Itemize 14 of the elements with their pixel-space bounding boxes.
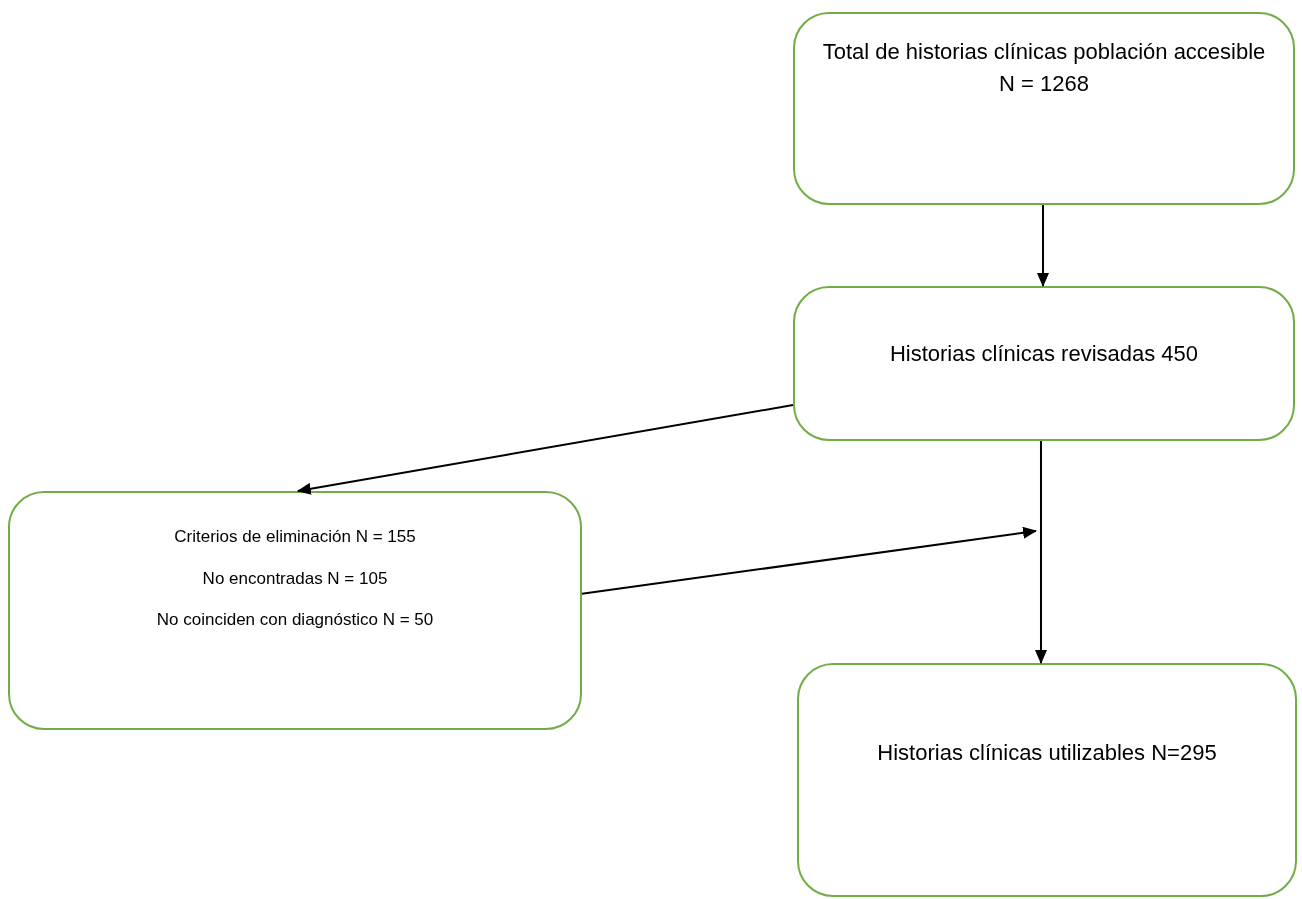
result-box — [797, 663, 1297, 897]
node-box — [793, 12, 1295, 205]
arrow — [296, 404, 794, 495]
process-box — [793, 286, 1295, 441]
node-text: Criterios de eliminación N = 155 — [174, 526, 416, 548]
node-text: No encontradas N = 105 — [202, 567, 388, 590]
node-text: Historias clínicas utilizables N=295 — [877, 739, 1217, 767]
node-text: Total de historias clínicas población accesible N = 1268 — [821, 38, 1267, 98]
node-text: Historias clínicas revisadas 450 — [889, 340, 1199, 368]
arrow — [1035, 440, 1047, 664]
node-text: No coinciden con diagnóstico N = 50 — [156, 609, 434, 632]
arrow — [1037, 204, 1049, 287]
arrow — [581, 526, 1037, 595]
exclusion-box — [8, 491, 582, 730]
